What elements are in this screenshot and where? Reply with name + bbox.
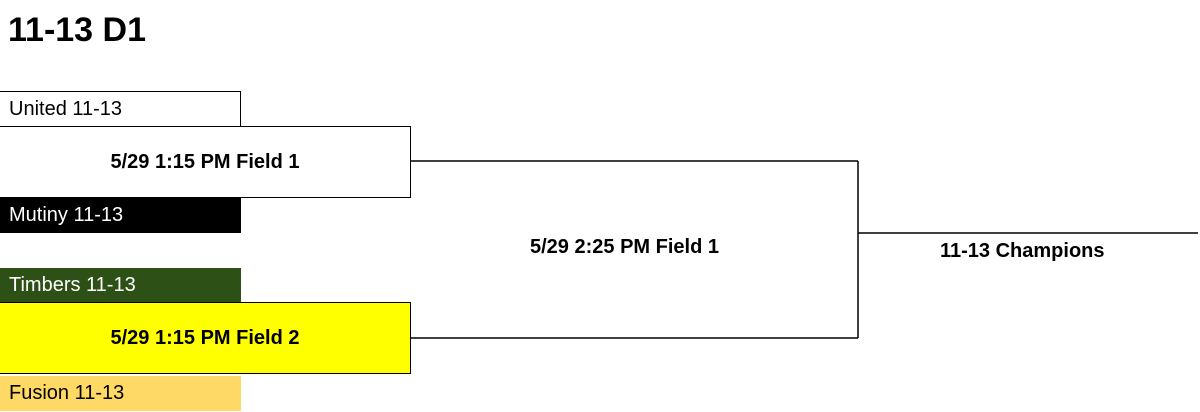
team-fusion: Fusion 11-13: [0, 376, 241, 411]
team-name: Fusion 11-13: [9, 382, 125, 404]
team-name: Timbers 11-13: [9, 274, 136, 296]
team-mutiny: Mutiny 11-13: [0, 198, 241, 233]
game-1-matchup: 5/29 1:15 PM Field 1: [0, 126, 411, 198]
team-timbers: Timbers 11-13: [0, 268, 241, 303]
champion-label: 11-13 Champions: [940, 240, 1105, 262]
team-united: United 11-13: [0, 91, 241, 126]
team-name: United 11-13: [9, 98, 123, 120]
team-name: Mutiny 11-13: [9, 204, 124, 226]
final-game-schedule: 5/29 2:25 PM Field 1: [530, 236, 719, 258]
game-2-schedule: 5/29 1:15 PM Field 2: [110, 326, 300, 349]
bracket-title: 11-13 D1: [8, 11, 146, 49]
game-1-schedule: 5/29 1:15 PM Field 1: [110, 150, 300, 173]
game-2-matchup: 5/29 1:15 PM Field 2: [0, 302, 411, 374]
